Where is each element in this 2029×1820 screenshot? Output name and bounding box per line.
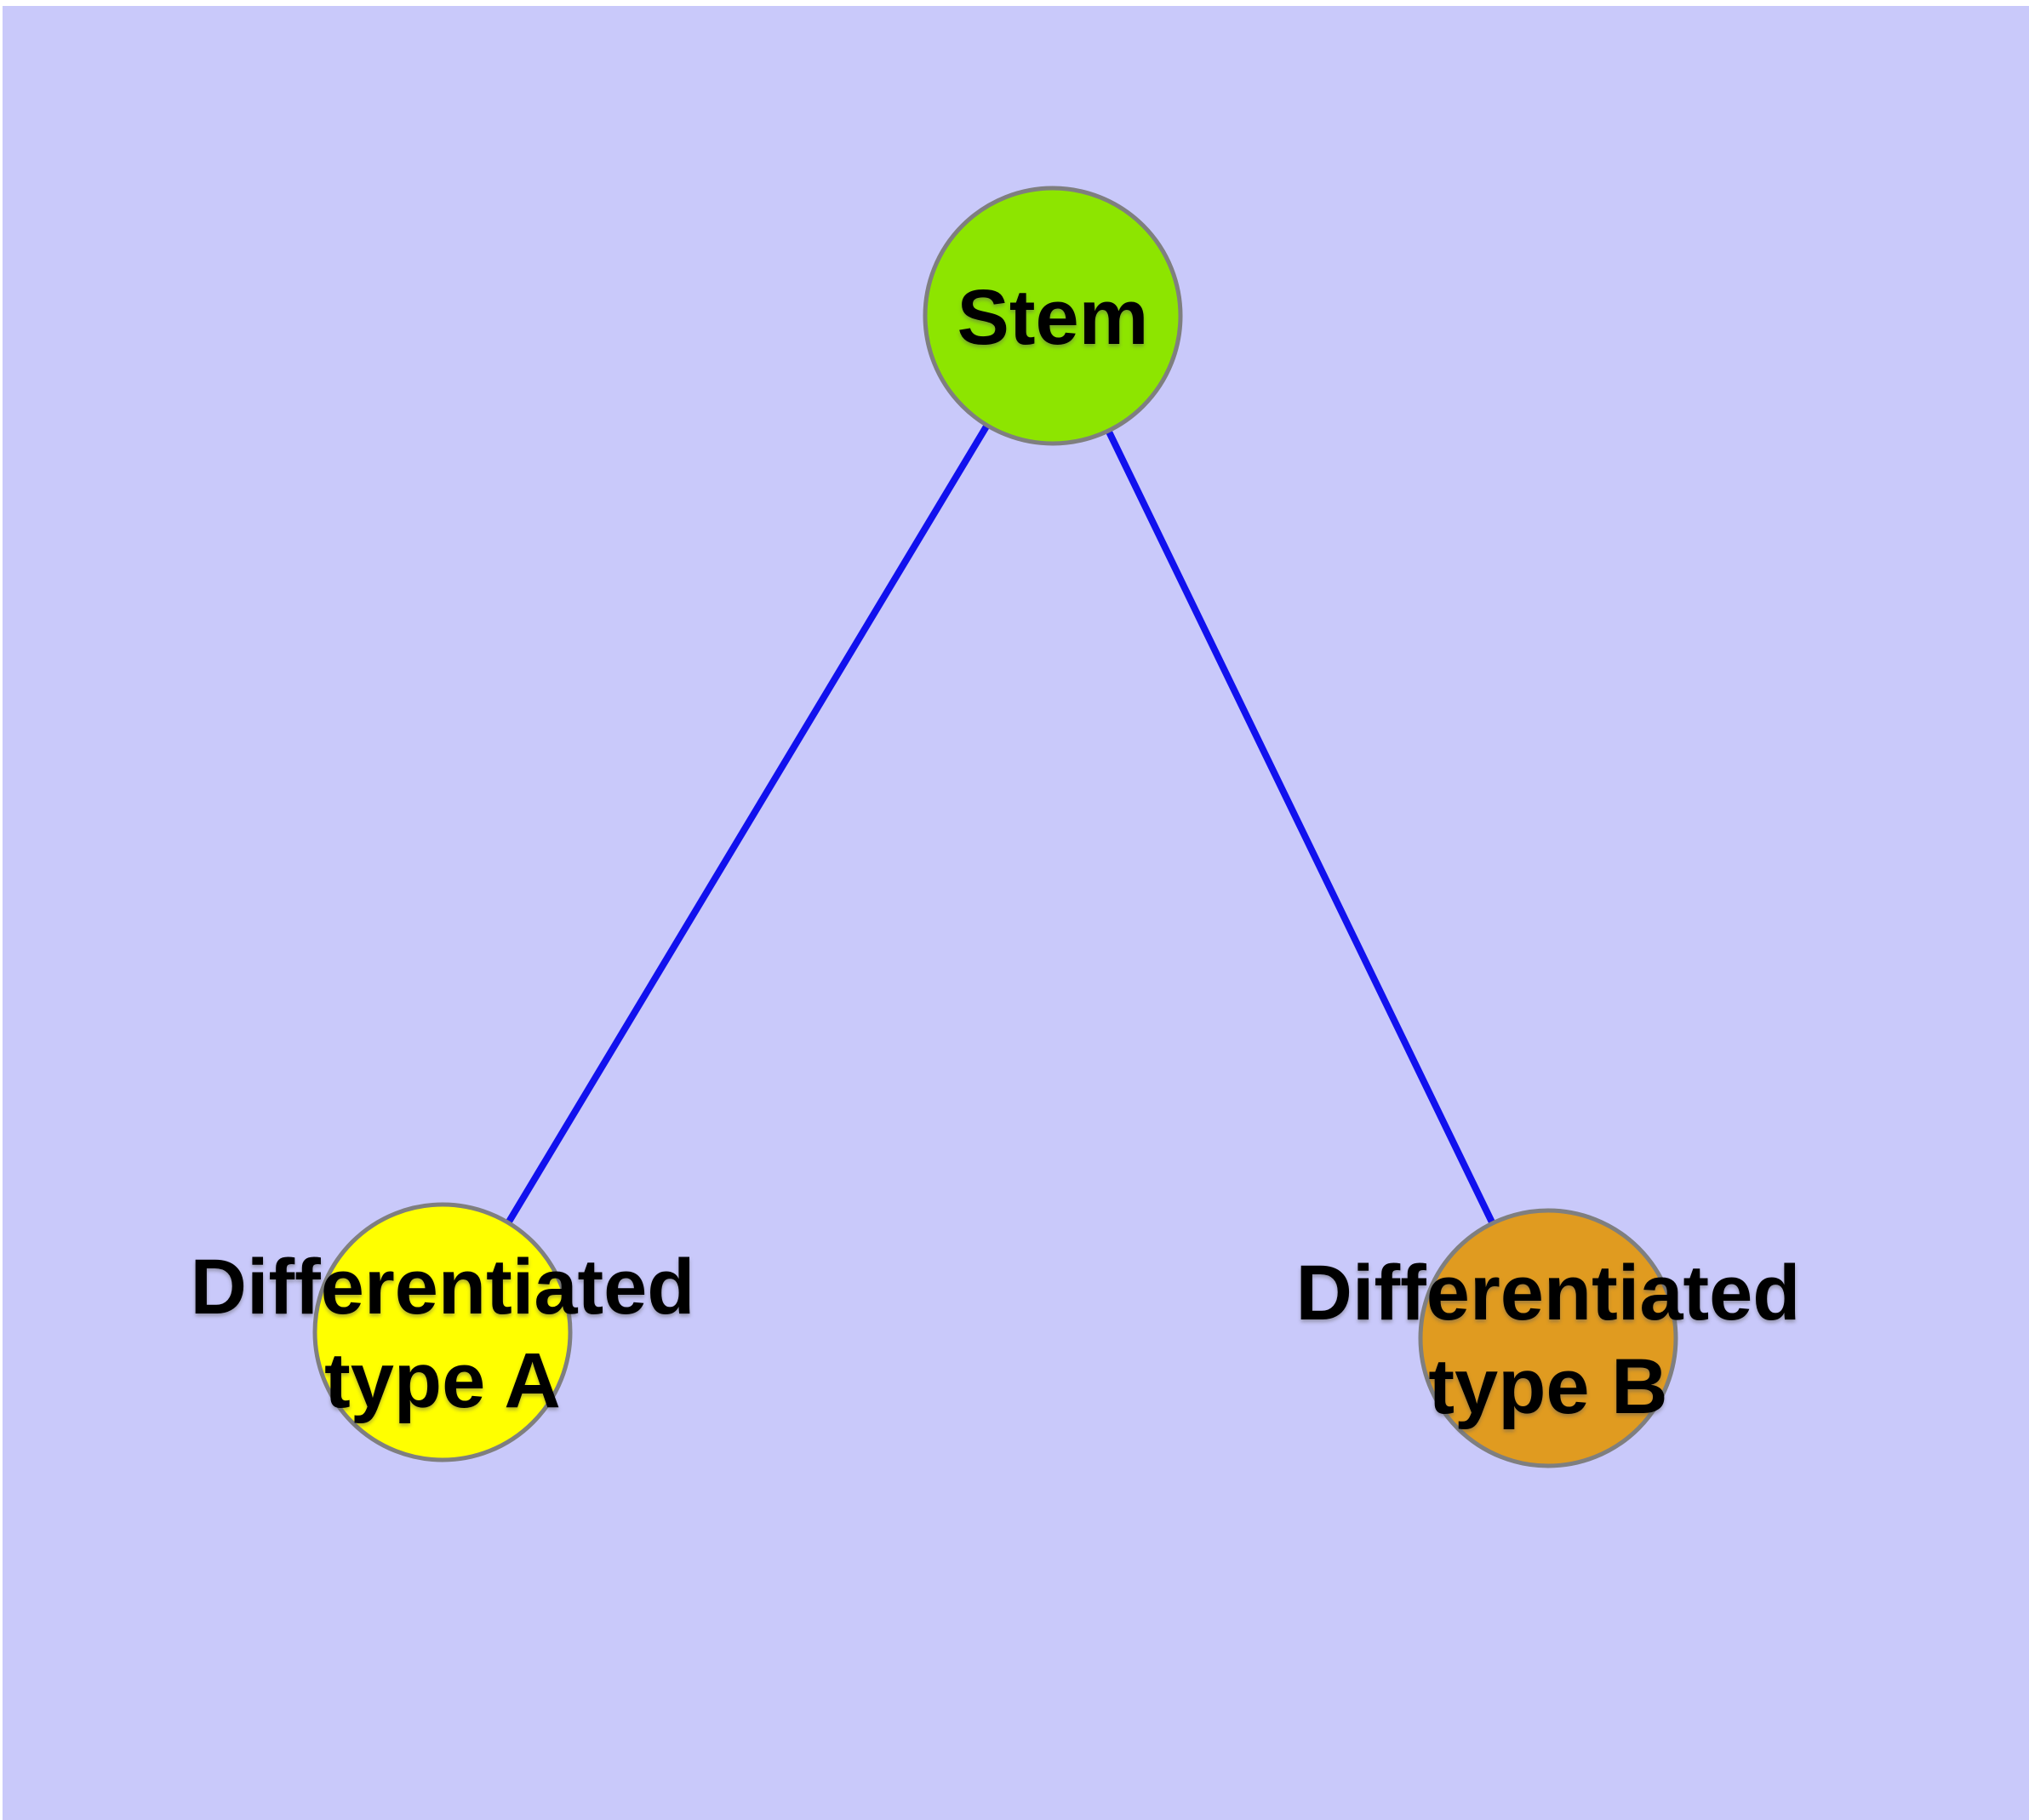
edges-layer [439,313,1552,1340]
node-stem-label: Stem [957,274,1149,361]
node-stem-circle[interactable] [923,186,1183,446]
node-type-a-circle[interactable] [312,1202,573,1462]
edge-stem-type-a [439,313,1056,1335]
node-stem: Stem [923,186,1183,446]
node-type-b-circle[interactable] [1418,1208,1678,1468]
edge-stem-type-b [1049,314,1552,1340]
